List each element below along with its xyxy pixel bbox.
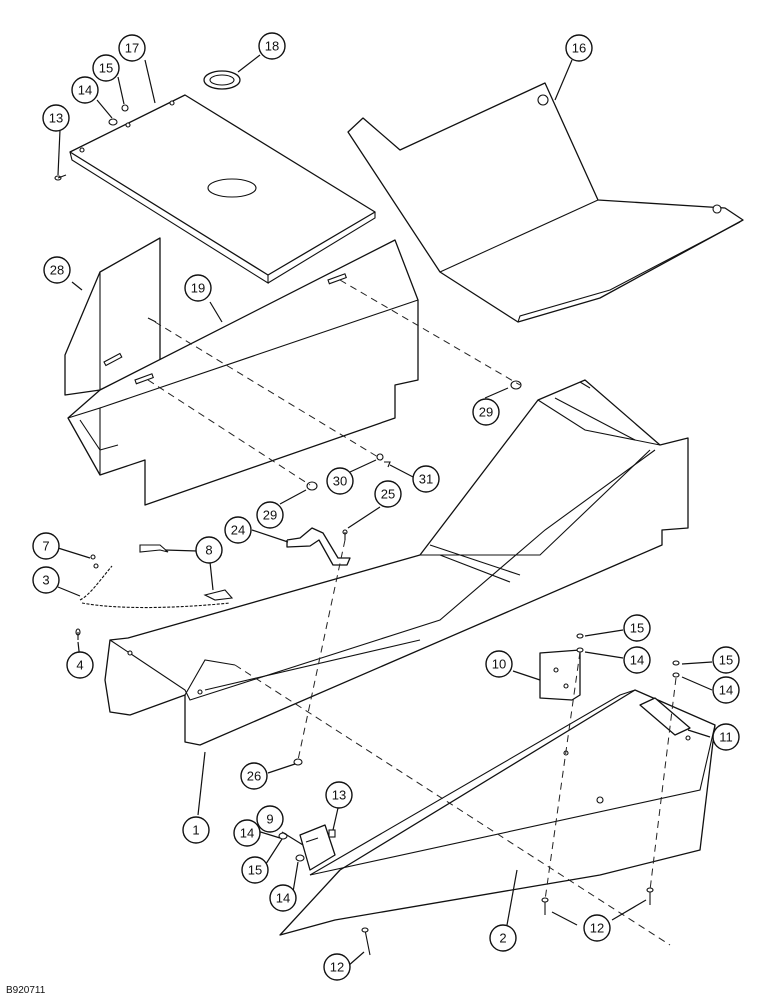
part-16-side-shield: [347, 82, 744, 323]
svg-text:28: 28: [50, 263, 64, 278]
callout-15: 15: [92, 54, 120, 82]
callout-14: 14: [233, 819, 261, 847]
svg-text:13: 13: [49, 111, 63, 126]
svg-text:9: 9: [266, 812, 273, 827]
callout-14: 14: [71, 76, 99, 104]
callout-9: 9: [256, 805, 284, 833]
callout-16: 16: [565, 34, 593, 62]
part-1-floor-pan: [104, 379, 689, 746]
svg-text:16: 16: [572, 41, 586, 56]
callout-7: 7: [32, 532, 60, 560]
svg-text:12: 12: [330, 960, 344, 975]
leader-lines: [57, 54, 713, 967]
callout-13: 13: [325, 781, 353, 809]
callout-18: 18: [258, 32, 286, 60]
svg-text:14: 14: [240, 826, 254, 841]
callout-1: 1: [182, 816, 210, 844]
svg-text:11: 11: [719, 730, 733, 745]
callout-31: 31: [412, 465, 440, 493]
callout-3: 3: [32, 566, 60, 594]
svg-text:17: 17: [125, 41, 139, 56]
part-28-left-panel: [64, 237, 161, 396]
svg-text:26: 26: [247, 769, 261, 784]
svg-text:30: 30: [333, 474, 347, 489]
callout-15: 15: [241, 856, 269, 884]
callout-25: 25: [374, 480, 402, 508]
svg-text:3: 3: [42, 573, 49, 588]
callout-14: 14: [269, 884, 297, 912]
svg-text:24: 24: [231, 523, 245, 538]
callout-17: 17: [118, 34, 146, 62]
svg-text:12: 12: [590, 921, 604, 936]
callout-8: 8: [195, 536, 223, 564]
svg-text:15: 15: [248, 863, 262, 878]
callout-26: 26: [240, 762, 268, 790]
callout-24: 24: [224, 516, 252, 544]
part-8-clips: [139, 544, 234, 601]
callout-29: 29: [472, 398, 500, 426]
callout-12: 12: [323, 953, 351, 981]
svg-text:10: 10: [492, 657, 506, 672]
part-9-small-bracket: [299, 824, 336, 871]
svg-text:14: 14: [719, 683, 733, 698]
svg-text:31: 31: [419, 472, 433, 487]
callout-30: 30: [326, 467, 354, 495]
svg-text:29: 29: [263, 508, 277, 523]
svg-text:14: 14: [276, 891, 290, 906]
callout-15: 15: [712, 646, 740, 674]
svg-text:29: 29: [479, 405, 493, 420]
part-10-plate: [539, 649, 581, 701]
part-2-lower-guard: [279, 689, 716, 936]
svg-text:18: 18: [265, 39, 279, 54]
callout-12: 12: [583, 914, 611, 942]
drawing-number: B920711: [6, 985, 46, 996]
part-11-bracket: [639, 697, 691, 736]
callout-14: 14: [623, 646, 651, 674]
callout-14: 14: [712, 676, 740, 704]
svg-text:2: 2: [499, 931, 506, 946]
callout-10: 10: [485, 650, 513, 678]
svg-text:15: 15: [630, 621, 644, 636]
svg-text:19: 19: [191, 281, 205, 296]
callout-29: 29: [256, 501, 284, 529]
alignment-lines: [147, 279, 677, 946]
svg-text:1: 1: [192, 823, 199, 838]
callout-19: 19: [184, 274, 212, 302]
part-17-top-cover: [69, 94, 376, 284]
callout-15: 15: [623, 614, 651, 642]
part-3-chain: [79, 565, 231, 609]
part-18-grommet: [203, 70, 241, 90]
callout-4: 4: [66, 651, 94, 679]
callout-13: 13: [42, 104, 70, 132]
svg-text:7: 7: [42, 539, 49, 554]
svg-text:4: 4: [76, 658, 83, 673]
svg-text:15: 15: [99, 61, 113, 76]
svg-text:14: 14: [78, 83, 92, 98]
part-19-main-housing: [67, 239, 419, 506]
part-24-strap: [286, 527, 351, 566]
callout-28: 28: [43, 256, 71, 284]
callout-2: 2: [489, 924, 517, 952]
callout-11: 11: [712, 723, 740, 751]
svg-text:15: 15: [719, 653, 733, 668]
svg-text:25: 25: [381, 487, 395, 502]
svg-text:13: 13: [332, 788, 346, 803]
svg-text:14: 14: [630, 653, 644, 668]
svg-text:8: 8: [205, 543, 212, 558]
